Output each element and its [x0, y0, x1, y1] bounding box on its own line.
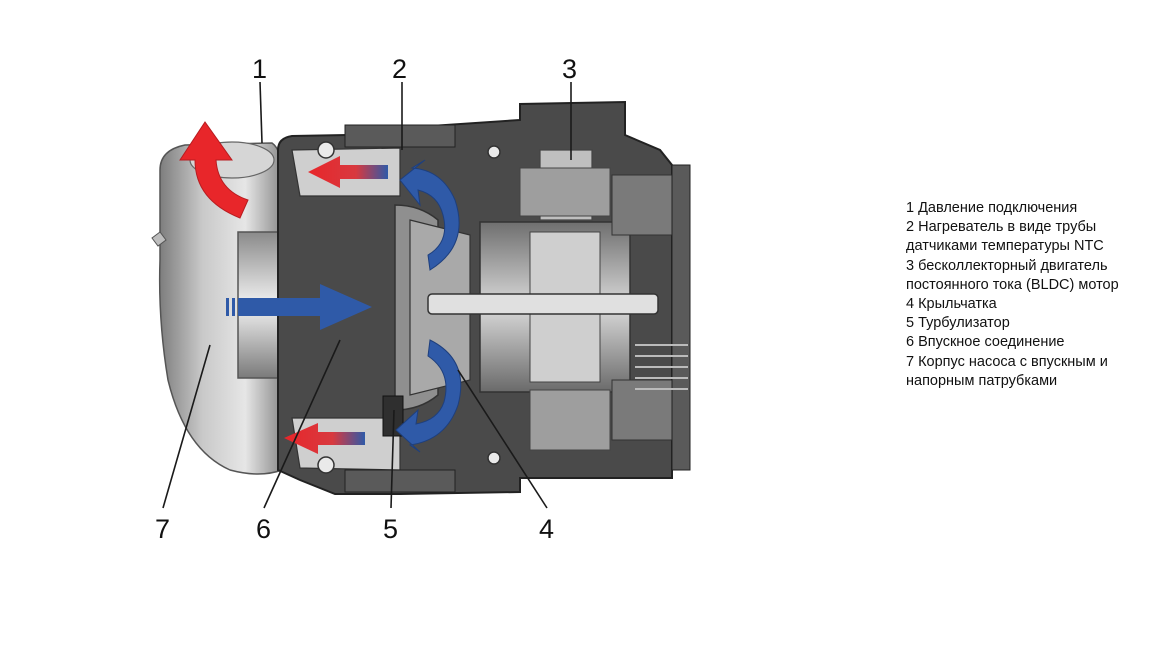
legend-list: 1 Давление подключения 2 Нагреватель в в…	[906, 199, 1141, 391]
upper-hot-flow-arrow	[308, 156, 388, 188]
flow-arrows	[179, 121, 462, 454]
leader-line-4	[457, 369, 548, 509]
outlet-flow-arrow-curved	[179, 121, 249, 219]
legend-item: 4 Крыльчатка	[906, 296, 997, 313]
impeller	[394, 204, 471, 411]
leader-line-7	[162, 344, 211, 509]
callout-6: 6	[256, 514, 271, 544]
lower-hot-flow-arrow	[284, 423, 365, 454]
legend-item: 1 Давление подключения	[906, 200, 1078, 216]
pump-cross-section-diagram: 1 2 3 4 5 6 7	[151, 54, 691, 544]
leader-line-5	[390, 409, 395, 509]
impeller-flow-arrow-lower	[395, 339, 462, 453]
legend-item: 3 бесколлекторный двигатель постоянного …	[906, 257, 1119, 293]
legend-item: 7 Корпус насоса с впускным и напорным па…	[906, 353, 1108, 389]
leader-line-1	[259, 81, 263, 144]
callout-numbers: 1 2 3 4 5 6 7	[155, 54, 577, 544]
callout-3: 3	[562, 54, 577, 84]
cooling-fins	[635, 344, 688, 390]
legend-item: 6 Впускное соединение	[906, 334, 1065, 351]
inlet-flow-arrow	[226, 284, 372, 330]
legend-item: 2 Нагреватель в виде трубы датчиками тем…	[906, 219, 1104, 255]
impeller-flow-arrow-upper	[399, 159, 460, 271]
leader-line-6	[263, 339, 341, 509]
legend-item: 5 Турбулизатор	[906, 315, 1010, 332]
leader-lines	[162, 81, 572, 509]
callout-5: 5	[383, 514, 398, 544]
callout-2: 2	[392, 54, 407, 84]
callout-4: 4	[539, 514, 554, 544]
motor-shaft	[427, 293, 659, 315]
callout-1: 1	[252, 54, 267, 84]
callout-7: 7	[155, 514, 170, 544]
bldc-motor	[479, 149, 691, 471]
